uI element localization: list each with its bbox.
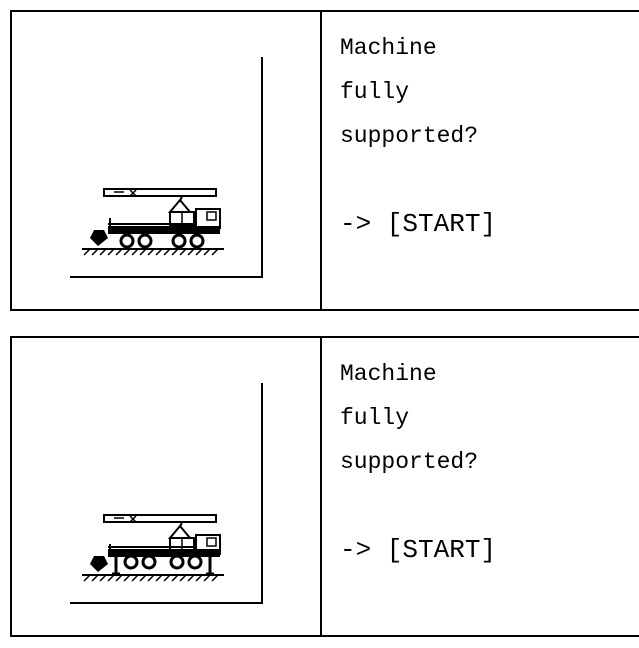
message-area-1: Machine fully supported? -> [START]: [340, 26, 496, 246]
start-prompt: -> [START]: [340, 209, 497, 239]
message-line: Machine: [340, 361, 437, 387]
start-prompt: -> [START]: [340, 535, 497, 565]
machine-graphic-1: [12, 12, 320, 309]
panel-divider: [320, 338, 322, 635]
truck-mounted-pump-icon: [70, 57, 263, 278]
panel-divider: [320, 12, 322, 309]
message-line: supported?: [340, 123, 479, 149]
message-line: supported?: [340, 449, 479, 475]
machine-graphic-2: [12, 338, 320, 635]
message-area-2: Machine fully supported? -> [START]: [340, 352, 496, 572]
truck-mounted-pump-supported-icon: [70, 383, 263, 604]
message-line: fully: [340, 79, 410, 105]
message-line: Machine: [340, 35, 437, 61]
display-panel-1: Machine fully supported? -> [START]: [10, 10, 639, 311]
display-panel-2: Machine fully supported? -> [START]: [10, 336, 639, 637]
message-line: fully: [340, 405, 410, 431]
